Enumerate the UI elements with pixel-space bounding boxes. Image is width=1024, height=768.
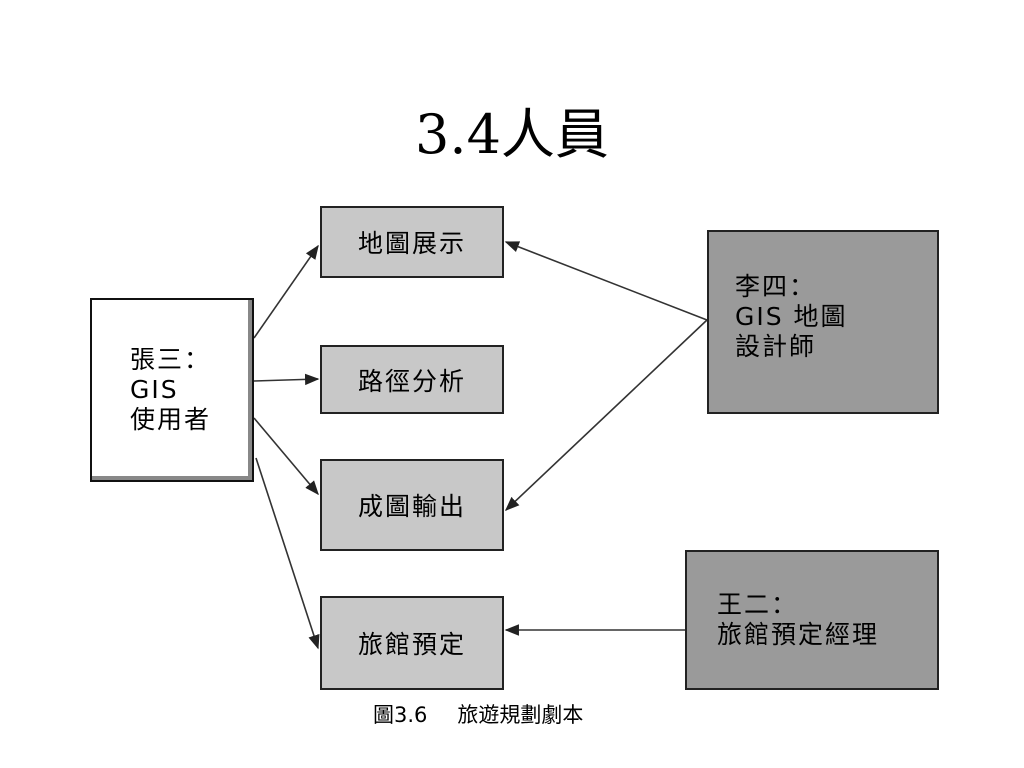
actor-li-line-2: GIS 地圖 (735, 302, 848, 331)
task-box-route-analysis: 路徑分析 (320, 345, 504, 414)
task-map-output-label: 成圖輸出 (357, 492, 466, 521)
arrow-zhang-to-map-output (253, 417, 319, 496)
task-map-display-label: 地圖展示 (357, 229, 466, 258)
task-box-map-display: 地圖展示 (320, 206, 504, 278)
actor-box-zhang-san: 張三： GIS 使用者 (90, 298, 254, 482)
figure-caption: 圖3.6 旅遊規劃劇本 (373, 700, 583, 730)
actor-zhang-line-2: GIS (130, 375, 179, 404)
actor-wang-line-1: 王二： (717, 590, 799, 619)
task-hotel-booking-label: 旅館預定 (357, 630, 466, 659)
arrow-zhang-to-hotel-booking (255, 457, 320, 650)
task-route-analysis-label: 路徑分析 (357, 366, 466, 396)
arrow-li-to-map-output (504, 319, 708, 511)
arrow-zhang-to-map-display (253, 244, 319, 339)
page-title: 3.4人員 (415, 103, 609, 166)
actor-zhang-line-1: 張三： (130, 345, 212, 374)
actor-li-line-1: 李四： (735, 272, 817, 301)
arrow-zhang-to-route-analysis (253, 373, 320, 386)
task-box-hotel-booking: 旅館預定 (320, 596, 504, 690)
actor-li-line-3: 設計師 (735, 332, 817, 361)
actor-box-li-si: 李四： GIS 地圖 設計師 (707, 230, 939, 414)
caption-text: 旅遊規劃劇本 (457, 703, 584, 727)
caption-figure-number: 圖3.6 (373, 703, 428, 727)
actor-wang-line-2: 旅館預定經理 (717, 620, 880, 649)
task-box-map-output: 成圖輸出 (320, 459, 504, 551)
actor-box-wang-er: 王二： 旅館預定經理 (685, 550, 939, 690)
arrow-li-to-map-display (504, 241, 708, 321)
actor-zhang-line-3: 使用者 (130, 405, 212, 434)
